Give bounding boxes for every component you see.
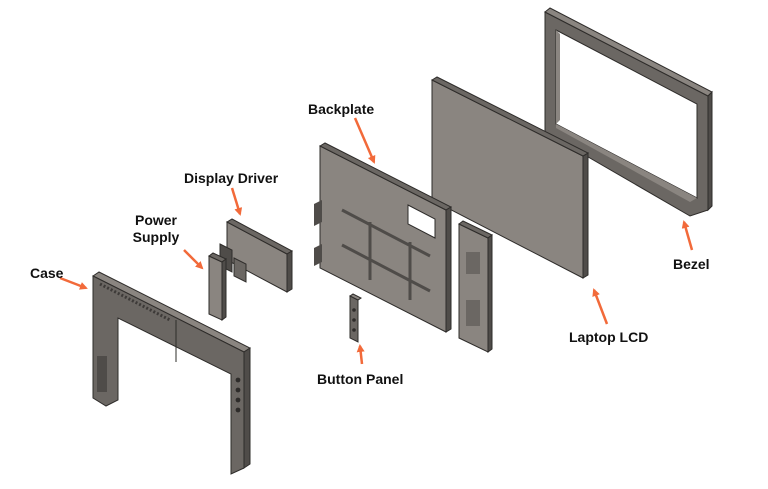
label-power-supply: Power Supply bbox=[128, 212, 184, 246]
label-power-supply-line2: Supply bbox=[132, 229, 180, 245]
callout-arrows bbox=[59, 117, 694, 365]
label-case: Case bbox=[30, 265, 64, 281]
arrow-case bbox=[59, 276, 88, 290]
bezel-part bbox=[544, 7, 713, 217]
side-board-part bbox=[458, 220, 493, 353]
case-part bbox=[92, 271, 251, 475]
arrow-bezel bbox=[681, 220, 694, 251]
laptop-lcd-part bbox=[430, 76, 590, 279]
arrow-laptop-lcd bbox=[592, 288, 609, 325]
label-display-driver: Display Driver bbox=[184, 170, 279, 186]
arrow-display-driver bbox=[230, 187, 243, 216]
case-button-holes bbox=[235, 377, 241, 413]
label-power-supply-line1: Power bbox=[134, 212, 177, 228]
backplate-part bbox=[314, 142, 453, 333]
label-button-panel: Button Panel bbox=[317, 371, 404, 387]
arrow-power-supply bbox=[183, 249, 204, 270]
arrow-backplate bbox=[353, 117, 376, 164]
arrow-button-panel bbox=[356, 344, 365, 365]
case-vent-grille bbox=[97, 356, 107, 392]
power-supply-part bbox=[208, 252, 227, 321]
button-panel-part bbox=[349, 293, 362, 343]
label-backplate: Backplate bbox=[308, 101, 375, 117]
display-driver-part bbox=[219, 218, 294, 293]
label-laptop-lcd: Laptop LCD bbox=[569, 329, 649, 345]
label-bezel: Bezel bbox=[673, 256, 710, 272]
